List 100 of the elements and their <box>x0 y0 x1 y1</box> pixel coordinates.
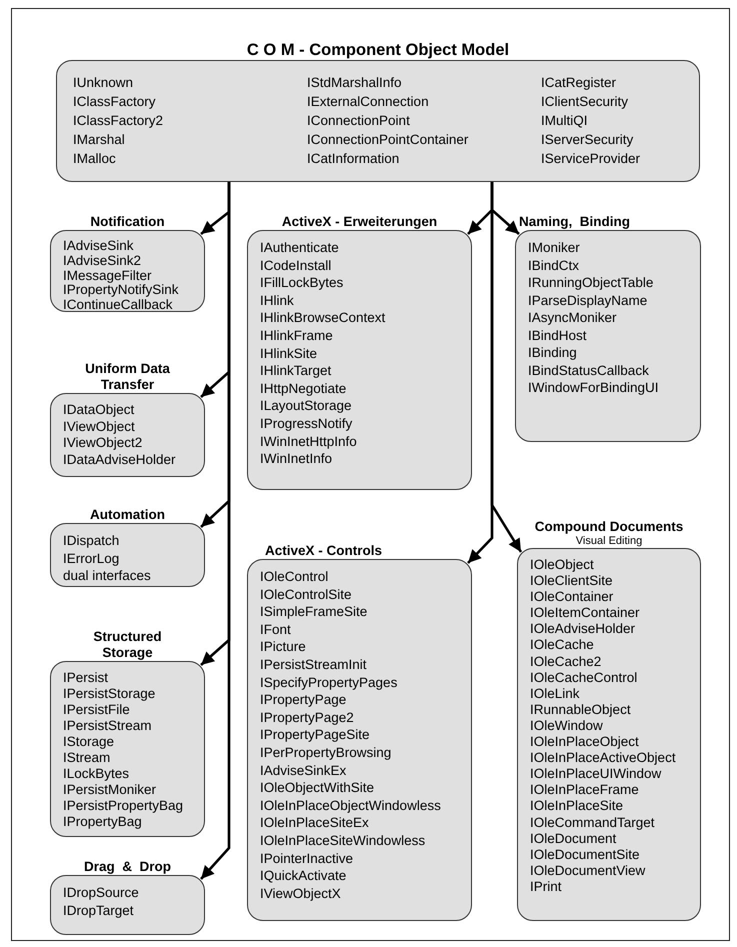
interface-name: IStorage <box>63 734 114 750</box>
interface-name: IViewObject2 <box>63 435 142 452</box>
interface-name: IMessageFilter <box>63 268 152 284</box>
interface-name: IBinding <box>528 344 577 362</box>
interface-name: IOleAdviseHolder <box>530 621 636 638</box>
interface-name: ILayoutStorage <box>260 397 352 415</box>
interface-name: IOleDocumentSite <box>530 846 640 863</box>
interface-name: IClassFactory2 <box>73 112 164 130</box>
interface-name: ICodeInstall <box>260 256 332 274</box>
interface-name: IOleDocument <box>530 830 616 847</box>
interface-name: IServerSecurity <box>541 131 634 149</box>
interface-name: IOleLink <box>530 686 580 702</box>
interface-name: IOleWindow <box>530 718 603 734</box>
interface-name: IDropTarget <box>63 902 134 919</box>
interface-name: IPersistStreamInit <box>260 656 367 674</box>
interface-name: IProgressNotify <box>260 414 352 433</box>
group-heading: Uniform Data Transfer <box>84 361 171 393</box>
group-heading: ActiveX - Erweiterungen <box>282 214 438 230</box>
group-heading: Drag & Drop <box>84 859 171 875</box>
interface-name: IExternalConnection <box>307 93 429 111</box>
interface-name: IHlink <box>260 292 294 310</box>
interface-name: IServiceProvider <box>541 150 640 168</box>
interface-name: IBindCtx <box>528 256 580 274</box>
interface-name: IFillLockBytes <box>260 274 344 292</box>
interface-name: IOleClientSite <box>530 573 613 590</box>
group-heading: Compound Documents <box>534 519 684 535</box>
interface-name: IErrorLog <box>63 550 120 567</box>
interface-name: IPropertyBag <box>63 814 142 830</box>
interface-name: IOleItemContainer <box>530 605 640 622</box>
interface-name: ILockBytes <box>63 766 130 782</box>
interface-name: IClientSecurity <box>541 93 628 111</box>
interface-name: IAuthenticate <box>260 239 339 257</box>
interface-name: IOleInPlaceSite <box>530 798 624 814</box>
interface-name: IPropertyNotifySink <box>63 283 179 298</box>
connector-arrow <box>490 182 522 553</box>
interface-name: IQuickActivate <box>260 867 346 885</box>
interface-name: IOleControlSite <box>260 586 352 604</box>
interface-name: IOleInPlaceObject <box>530 734 639 750</box>
group-heading: Automation <box>90 507 165 523</box>
interface-name: ISpecifyPropertyPages <box>260 674 398 692</box>
interface-name: IMalloc <box>73 150 116 168</box>
interface-name: IAdviseSink <box>63 239 134 254</box>
interface-name: IDataAdviseHolder <box>63 452 176 468</box>
interface-name: IPropertyPageSite <box>260 726 370 744</box>
interface-name: IOleControl <box>260 568 328 586</box>
interface-name: IPointerInactive <box>260 850 354 868</box>
group-subheading: Visual Editing <box>576 535 642 548</box>
interface-name: IAdviseSink2 <box>63 254 142 269</box>
interface-name: IPersistFile <box>63 702 130 718</box>
interface-name: IStdMarshalInfo <box>307 74 402 92</box>
interface-name: IParseDisplayName <box>528 292 648 309</box>
interface-name: IDropSource <box>63 884 139 902</box>
interface-name: IAsyncMoniker <box>528 309 617 326</box>
interface-name: IOleInPlaceFrame <box>530 782 639 798</box>
interface-name: ICatInformation <box>307 150 400 168</box>
interface-name: IDispatch <box>63 532 120 550</box>
interface-name: IOleObject <box>530 557 594 574</box>
interface-name: ISimpleFrameSite <box>260 603 368 621</box>
interface-name: IFont <box>260 620 291 638</box>
group-heading: C O M - Component Object Model <box>246 40 510 60</box>
interface-name: IOleInPlaceUIWindow <box>530 766 662 782</box>
interface-name: IPersistStorage <box>63 686 156 702</box>
interface-name: IOleObjectWithSite <box>260 779 374 797</box>
interface-name: IHlinkFrame <box>260 326 333 345</box>
interface-name: IOleCache <box>530 637 594 654</box>
interface-name: IOleContainer <box>530 589 614 606</box>
interface-name: IPersist <box>63 670 108 686</box>
interface-name: IStream <box>63 750 110 766</box>
interface-name: IPersistPropertyBag <box>63 798 184 814</box>
interface-name: IPersistStream <box>63 718 152 734</box>
interface-name: IDataObject <box>63 402 134 418</box>
interface-name: IUnknown <box>73 74 134 92</box>
interface-name: IHlinkBrowseContext <box>260 309 386 327</box>
group-heading: ActiveX - Controls <box>265 543 382 559</box>
interface-name: IWinInetInfo <box>260 450 332 468</box>
interface-name: IHttpNegotiate <box>260 380 346 398</box>
interface-name: IOleInPlaceSiteWindowless <box>260 832 426 850</box>
interface-name: IRunnableObject <box>530 702 631 718</box>
interface-name: IOleDocumentView <box>530 862 646 879</box>
interface-name: IConnectionPointContainer <box>307 131 468 149</box>
interface-name: IViewObject <box>63 418 135 435</box>
interface-name: IPrint <box>530 878 562 895</box>
interface-name: IContinueCallback <box>63 298 173 313</box>
interface-name: IPersistMoniker <box>63 782 156 798</box>
interface-name: IBindStatusCallback <box>528 362 649 379</box>
interface-name: IRunningObjectTable <box>528 274 654 292</box>
interface-name: IOleInPlaceSiteEx <box>260 814 369 832</box>
interface-name: IOleCacheControl <box>530 670 638 686</box>
interface-name: IBindHost <box>528 326 587 344</box>
interface-name: IOleCache2 <box>530 654 602 670</box>
interface-name: IPropertyPage2 <box>260 708 354 726</box>
interface-name: IConnectionPoint <box>307 112 410 130</box>
interface-name: IOleInPlaceActiveObject <box>530 750 676 766</box>
interface-name: IOleInPlaceObjectWindowless <box>260 796 441 814</box>
interface-name: IClassFactory <box>73 93 156 111</box>
interface-name: IMultiQI <box>541 112 588 130</box>
interface-name: IOleCommandTarget <box>530 814 655 831</box>
interface-name: IWinInetHttpInfo <box>260 432 357 450</box>
interface-name: IPerPropertyBrowsing <box>260 744 392 762</box>
interface-name: IPropertyPage <box>260 691 346 709</box>
